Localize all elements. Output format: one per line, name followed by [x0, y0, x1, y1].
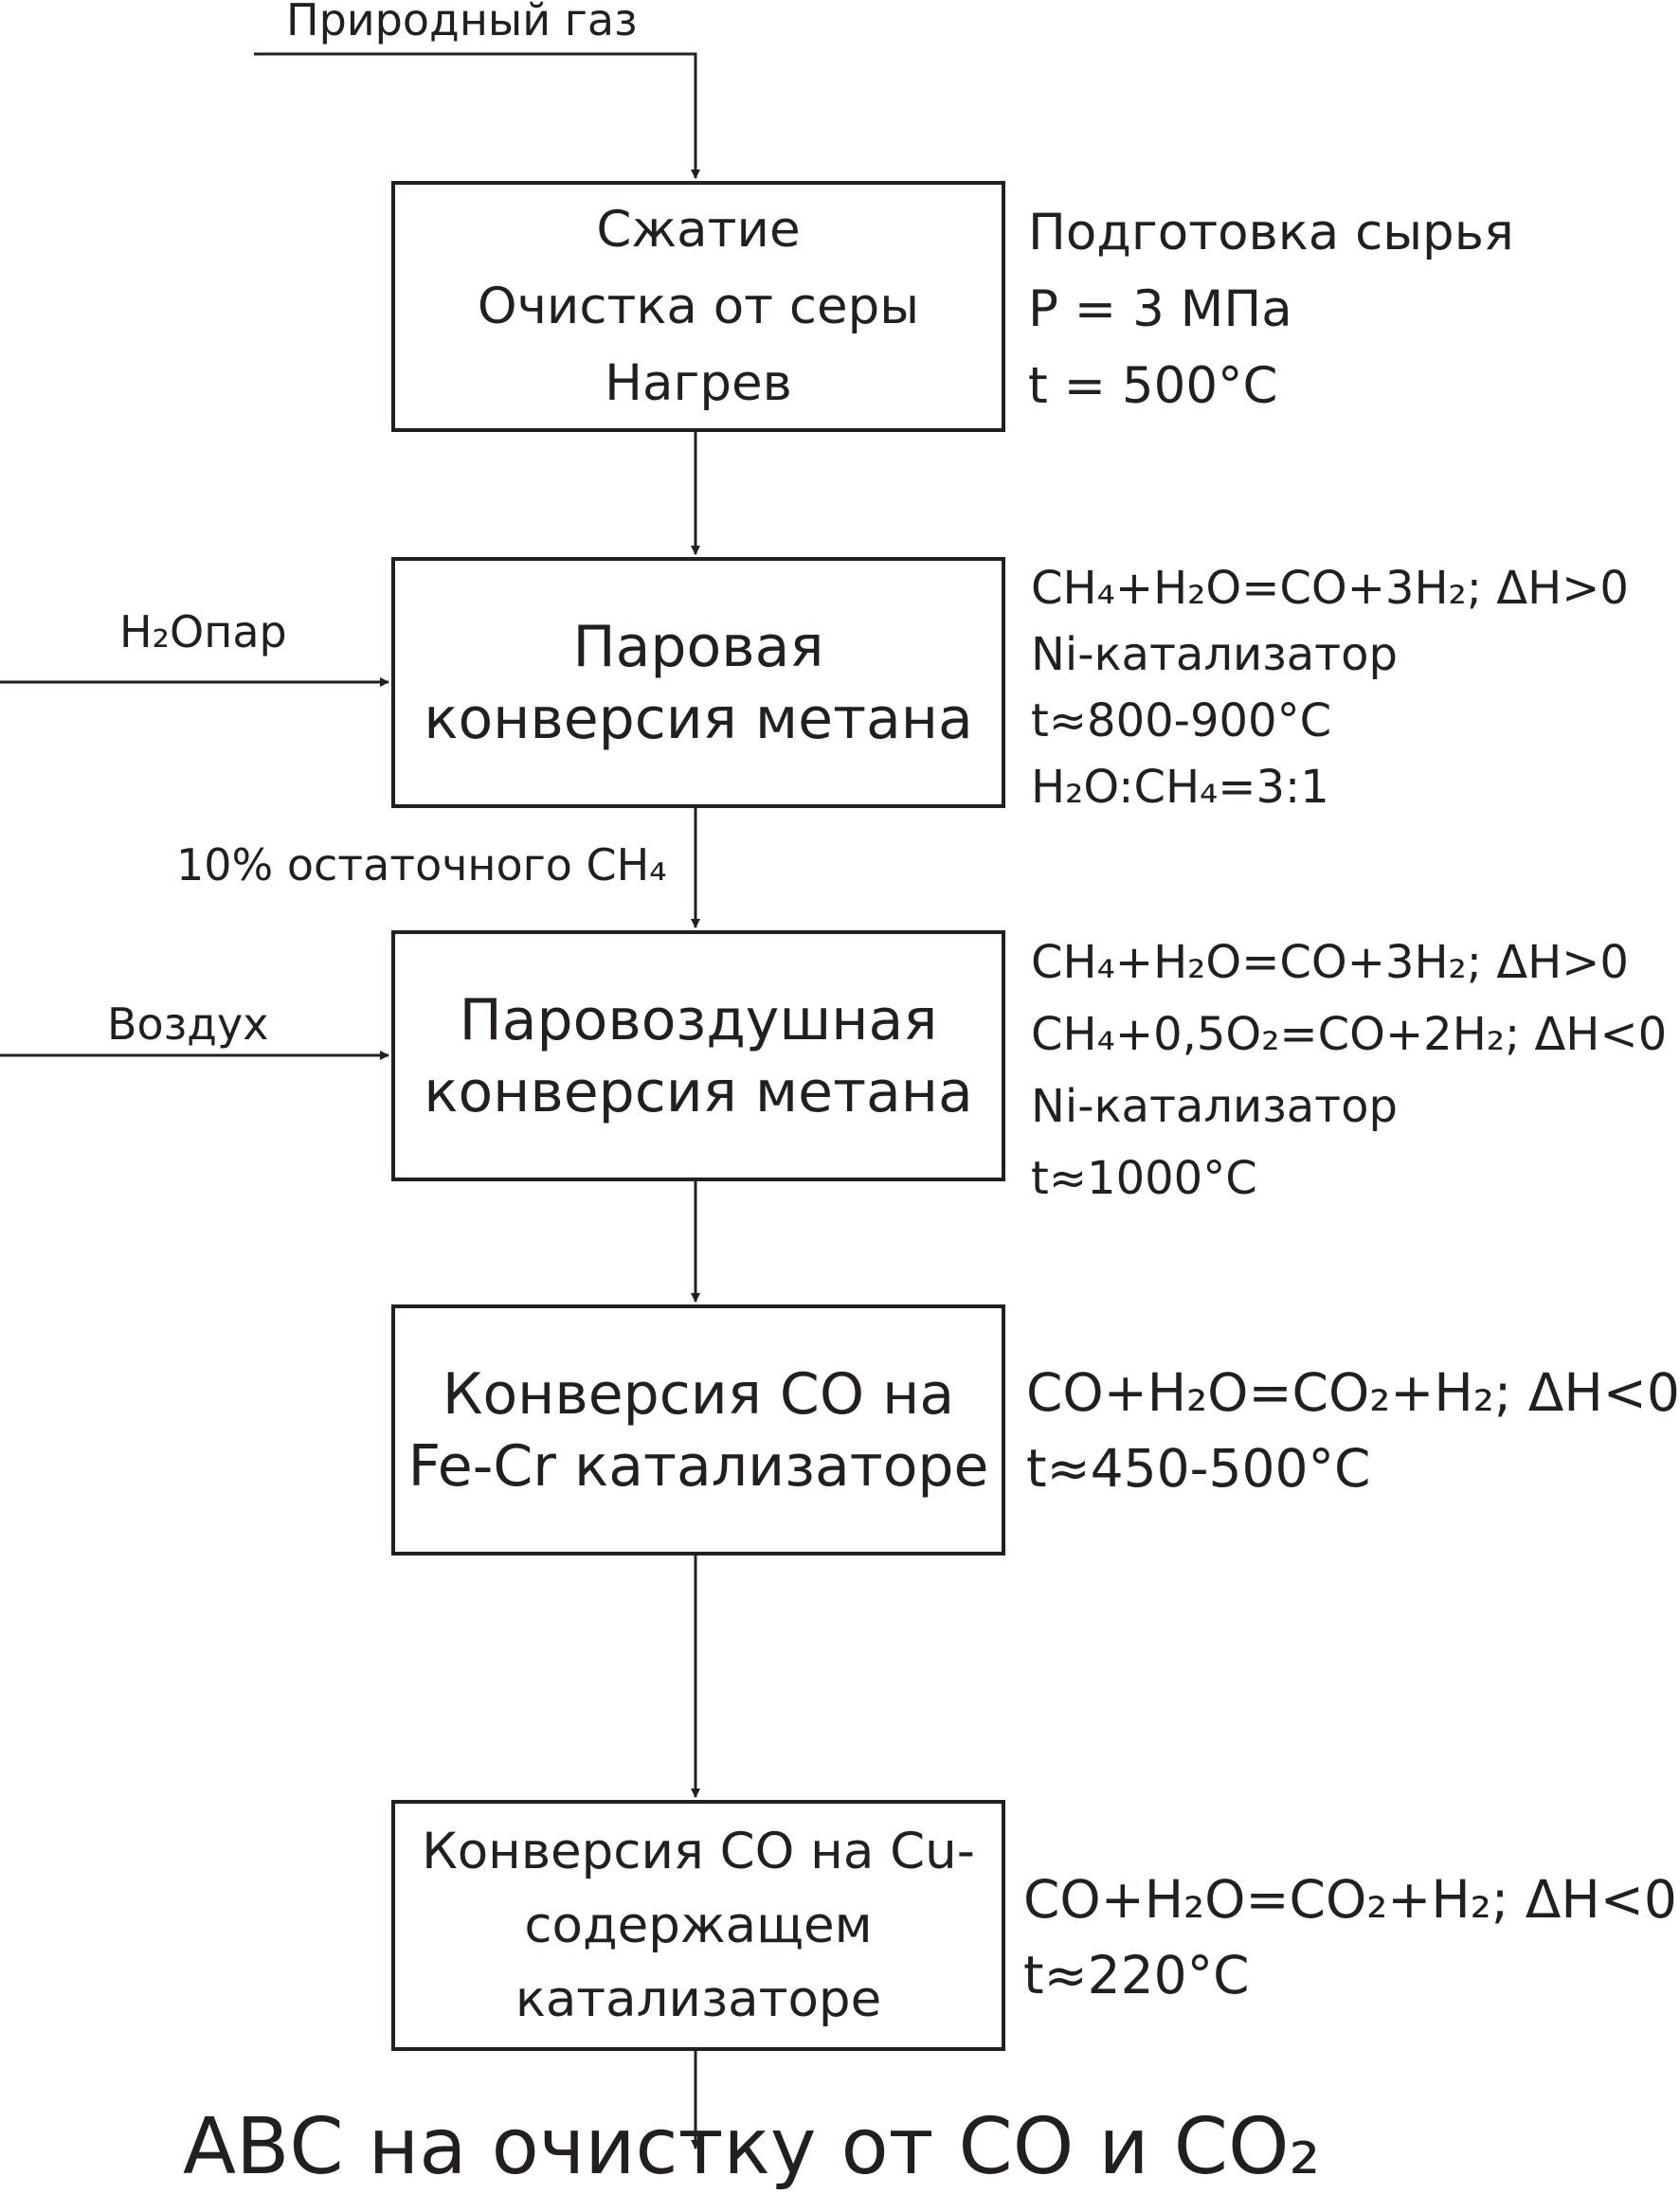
- stage-3-note: CH₄+H₂O=CO+3H₂; ΔH>0: [1031, 936, 1629, 989]
- stage-3-note: Ni-катализатор: [1031, 1080, 1398, 1133]
- stage-2-note: Ni-катализатор: [1031, 628, 1398, 681]
- stage-2-note: H₂O:CH₄=3:1: [1031, 761, 1329, 814]
- stage-1-line-3: Нагрев: [605, 354, 792, 412]
- stage-3-line-1: Паровоздушная: [459, 986, 938, 1053]
- stage-1-note: Подготовка сырья: [1028, 204, 1514, 261]
- stage-box-preparation: Сжатие Очистка от серы Нагрев: [391, 181, 1005, 432]
- stage-4-line-2: Fe-Cr катализаторе: [407, 1432, 989, 1500]
- stage-2-note: t≈800-900°C: [1031, 694, 1332, 747]
- stage-5-notes: CO+H₂O=CO₂+H₂; ΔH<0 t≈220°C: [1023, 1861, 1677, 2013]
- stage-3-note: CH₄+0,5O₂=CO+2H₂; ΔH<0: [1031, 1008, 1668, 1061]
- stage-1-line-1: Сжатие: [596, 201, 801, 259]
- natural-gas-label: Природный газ: [286, 0, 638, 45]
- stage-2-line-1: Паровая: [572, 613, 824, 680]
- stage-3-line-2: конверсия метана: [424, 1058, 973, 1125]
- stage-1-note: t = 500°C: [1028, 357, 1278, 415]
- stage-4-line-1: Конверсия СО на: [442, 1360, 955, 1428]
- stage-box-steam-air-reforming: Паровоздушная конверсия метана: [391, 930, 1005, 1181]
- stage-5-line-3: катализаторе: [515, 1969, 882, 2028]
- stage-2-notes: CH₄+H₂O=CO+3H₂; ΔH>0 Ni-катализатор t≈80…: [1031, 555, 1629, 820]
- stage-1-notes: Подготовка сырья P = 3 МПа t = 500°C: [1028, 194, 1514, 424]
- output-label: АВС на очистку от СО и СО₂: [183, 2102, 1321, 2192]
- stage-1-note: P = 3 МПа: [1028, 280, 1292, 338]
- stage-2-line-2: конверсия метана: [424, 685, 973, 752]
- stage-1-line-2: Очистка от серы: [477, 278, 920, 335]
- stage-5-note: CO+H₂O=CO₂+H₂; ΔH<0: [1023, 1869, 1677, 1930]
- stage-4-note: CO+H₂O=CO₂+H₂; ΔH<0: [1026, 1362, 1680, 1423]
- stage-5-note: t≈220°C: [1023, 1945, 1250, 2005]
- stage-3-notes: CH₄+H₂O=CO+3H₂; ΔH>0 CH₄+0,5O₂=CO+2H₂; Δ…: [1031, 926, 1667, 1214]
- natural-gas-line: [254, 52, 697, 171]
- air-label: Воздух: [107, 998, 269, 1050]
- stage-4-notes: CO+H₂O=CO₂+H₂; ΔH<0 t≈450-500°C: [1026, 1355, 1680, 1506]
- stage-3-note: t≈1000°C: [1031, 1152, 1257, 1205]
- stage-5-line-2: содержащем: [524, 1896, 873, 1954]
- stage-4-note: t≈450-500°C: [1026, 1438, 1371, 1499]
- steam-label: H₂Oпар: [119, 606, 287, 657]
- residual-methane-label: 10% остаточного CH₄: [176, 839, 667, 890]
- stage-box-co-conversion-cu: Конверсия СО на Cu- содержащем катализат…: [391, 1800, 1005, 2051]
- stage-5-line-1: Конверсия СО на Cu-: [422, 1822, 975, 1880]
- stage-box-steam-reforming: Паровая конверсия метана: [391, 557, 1005, 808]
- stage-2-note: CH₄+H₂O=CO+3H₂; ΔH>0: [1031, 562, 1629, 615]
- stage-box-co-conversion-fecr: Конверсия СО на Fe-Cr катализаторе: [391, 1304, 1005, 1556]
